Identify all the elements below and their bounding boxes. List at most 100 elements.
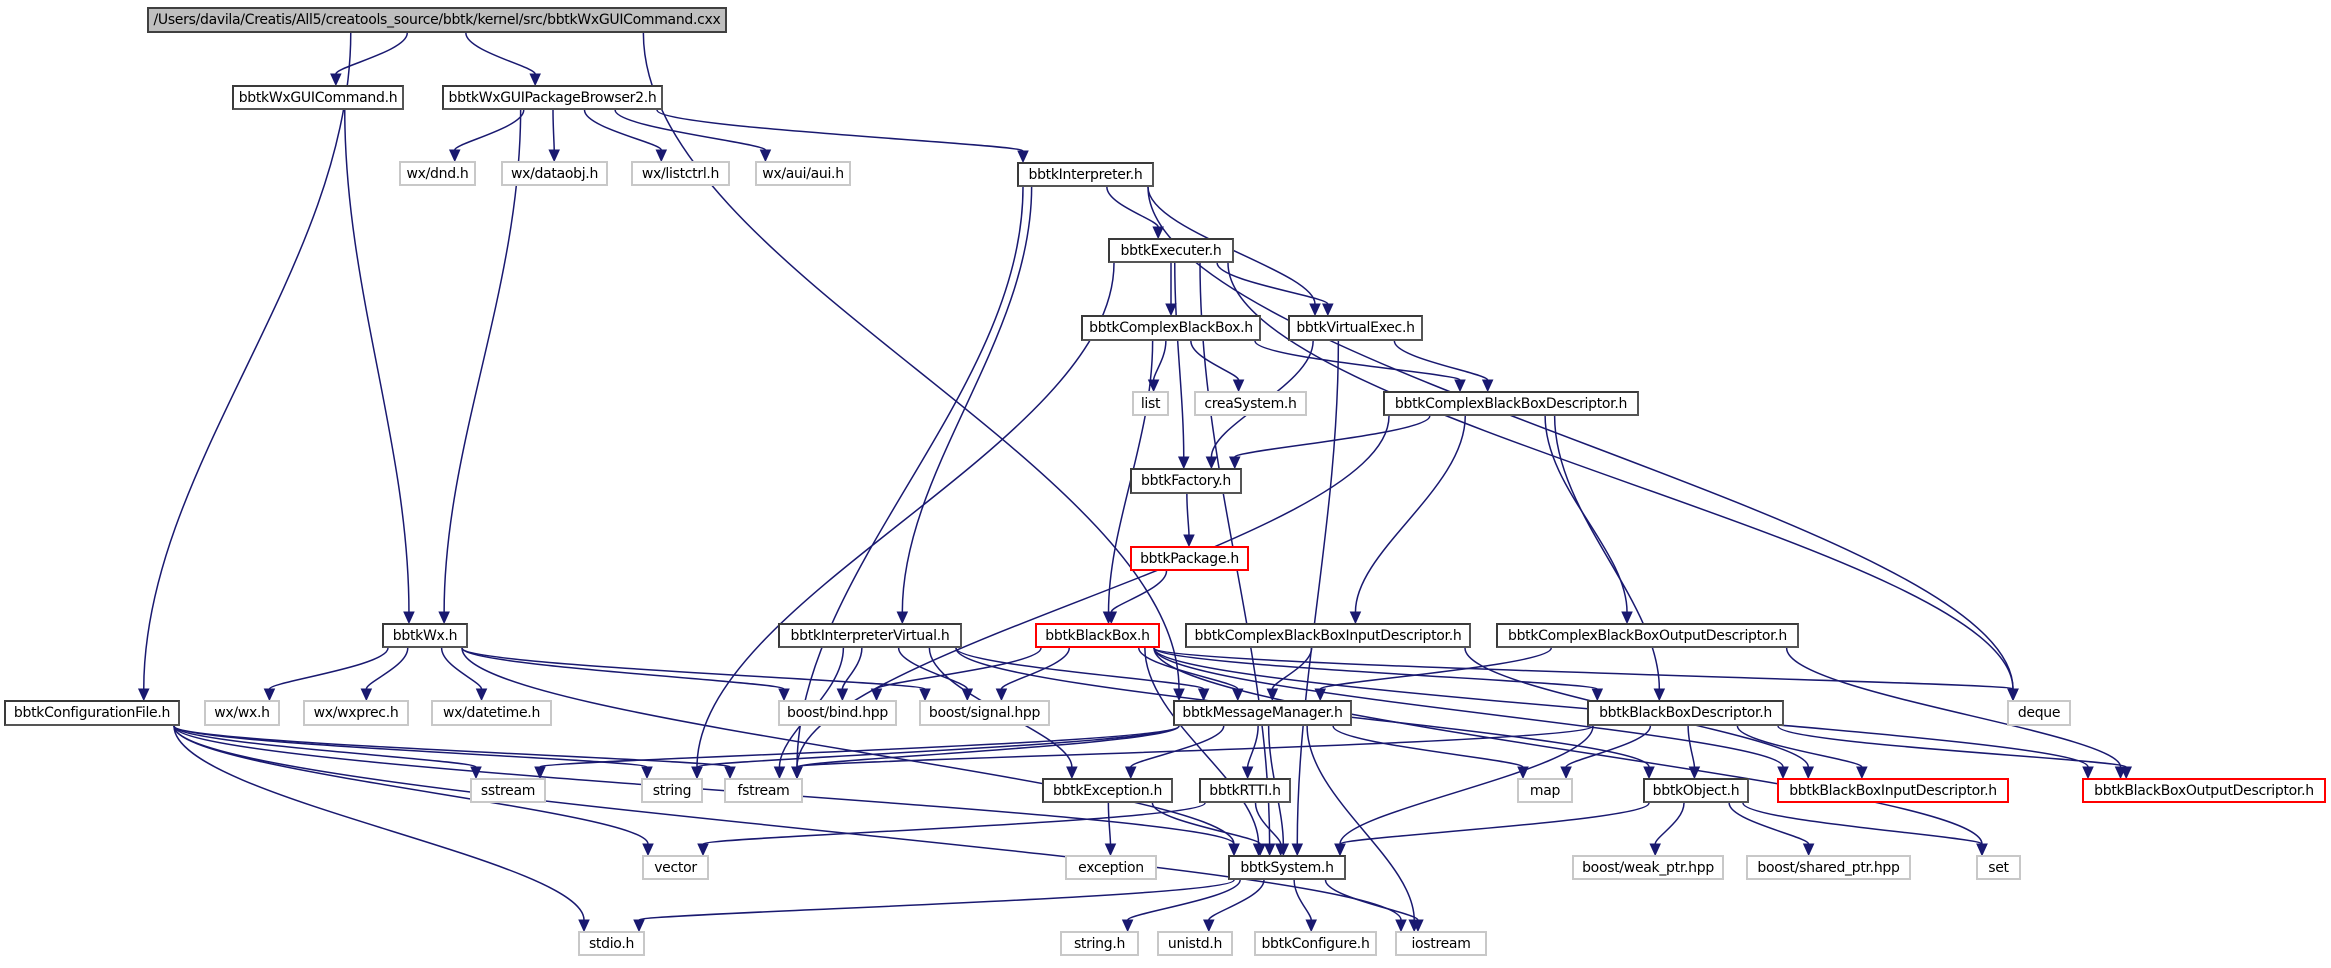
node-bbindesc[interactable]: bbtkBlackBoxInputDescriptor.h [1777, 778, 2009, 803]
node-cbboutdesc[interactable]: bbtkComplexBlackBoxOutputDescriptor.h [1496, 623, 1799, 648]
node-label: list [1140, 395, 1161, 412]
node-system[interactable]: bbtkSystem.h [1228, 855, 1346, 880]
arrowhead-icon [1177, 456, 1190, 470]
node-label: bbtkWxGUIPackageBrowser2.h [448, 89, 657, 106]
edge-virtualexec-to-cbbdesc [1393, 340, 1489, 381]
edge-interpreter-to-interpvirtual [901, 186, 1033, 613]
arrowhead-icon [1322, 303, 1334, 317]
edge-wxguipb2-to-wxdnd [454, 109, 525, 151]
node-executer[interactable]: bbtkExecuter.h [1108, 238, 1234, 263]
node-boostsignal: boost/signal.hpp [919, 700, 1050, 726]
edge-factory-to-package [1186, 493, 1190, 536]
node-virtualexec[interactable]: bbtkVirtualExec.h [1288, 315, 1423, 341]
edge-interpreter-to-executer [1106, 186, 1159, 228]
arrowhead-icon [791, 766, 803, 780]
edge-executer-to-string [696, 262, 1115, 768]
edge-interpreter-to-fstream [796, 186, 1024, 768]
node-wx[interactable]: bbtkWx.h [382, 623, 468, 648]
edge-wxguipb2-to-interpreter [656, 109, 1024, 152]
arrowhead-icon [1412, 919, 1424, 933]
arrowhead-icon [1291, 843, 1304, 857]
node-msgmanager[interactable]: bbtkMessageManager.h [1173, 700, 1352, 726]
node-cbbdesc[interactable]: bbtkComplexBlackBoxDescriptor.h [1383, 391, 1639, 416]
node-label: bbtkInterpreterVirtual.h [790, 627, 950, 644]
edge-complexbb-to-creasystem [1190, 340, 1240, 381]
node-label: bbtkPackage.h [1140, 550, 1239, 567]
node-factory[interactable]: bbtkFactory.h [1130, 468, 1242, 494]
node-configure: bbtkConfigure.h [1254, 931, 1377, 956]
edge-configfile-to-stdio [173, 725, 585, 921]
node-label: bbtkBlackBoxOutputDescriptor.h [2094, 782, 2314, 799]
edge-msgmanager-to-iostream [1306, 725, 1415, 921]
arrowhead-icon [896, 611, 909, 625]
node-interpvirtual[interactable]: bbtkInterpreterVirtual.h [778, 623, 962, 648]
node-label: bbtkException.h [1052, 782, 1163, 799]
edge-interpvirtual-to-boostsignal [897, 647, 969, 690]
node-complexbb[interactable]: bbtkComplexBlackBox.h [1081, 315, 1261, 341]
arrowhead-icon [1802, 843, 1815, 857]
node-label: bbtkComplexBlackBoxDescriptor.h [1394, 395, 1628, 412]
edge-blackbox-to-deque [1153, 647, 2014, 690]
arrowhead-icon [1205, 456, 1218, 470]
edge-blackbox-to-bbdesc [1153, 647, 1599, 690]
node-exceptionh[interactable]: bbtkException.h [1042, 778, 1173, 803]
node-label: wx/datetime.h [442, 705, 541, 721]
node-root[interactable]: /Users/davila/Creatis/All5/creatools_sou… [147, 7, 727, 33]
arrowhead-icon [1104, 843, 1117, 857]
node-sstream: sstream [470, 778, 546, 803]
node-creasystem: creaSystem.h [1194, 391, 1307, 416]
node-wxguipb2[interactable]: bbtkWxGUIPackageBrowser2.h [442, 85, 663, 110]
node-label: bbtkBlackBoxDescriptor.h [1599, 705, 1772, 721]
edge-msgmanager-to-fstream [796, 725, 1180, 768]
arrowhead-icon [1152, 226, 1164, 240]
arrowhead-icon [263, 688, 276, 702]
node-map: map [1517, 778, 1573, 803]
node-object[interactable]: bbtkObject.h [1643, 778, 1749, 803]
arrowhead-icon [697, 843, 709, 857]
edge-exceptionh-to-system [1151, 802, 1261, 845]
node-wxlistctrl: wx/listctrl.h [631, 161, 730, 186]
node-cbbindesc[interactable]: bbtkComplexBlackBoxInputDescriptor.h [1185, 623, 1471, 648]
edge-executer-to-factory [1174, 262, 1185, 458]
node-package[interactable]: bbtkPackage.h [1130, 546, 1249, 571]
node-label: /Users/davila/Creatis/All5/creatools_sou… [153, 12, 721, 28]
edge-bbdesc-to-system [1339, 725, 1594, 845]
arrowhead-icon [691, 766, 703, 780]
arrowhead-icon [1228, 843, 1240, 857]
arrowhead-icon [1305, 919, 1318, 933]
edge-root-to-wxguipb2 [465, 32, 536, 75]
node-label: wx/listctrl.h [641, 165, 720, 182]
node-label: bbtkMessageManager.h [1182, 705, 1343, 721]
node-bbdesc[interactable]: bbtkBlackBoxDescriptor.h [1587, 700, 1784, 726]
node-iostream: iostream [1395, 931, 1487, 956]
edge-wx-to-wxprec [365, 647, 409, 690]
node-wxguicommand[interactable]: bbtkWxGUICommand.h [232, 85, 404, 110]
node-blackbox[interactable]: bbtkBlackBox.h [1035, 623, 1160, 648]
node-label: wx/dnd.h [406, 165, 469, 182]
node-boostbind: boost/bind.hpp [778, 700, 897, 726]
edge-exceptionh-to-exception [1107, 802, 1112, 845]
arrowhead-icon [1649, 843, 1661, 857]
arrowhead-icon [1334, 843, 1346, 857]
arrowhead-icon [1621, 611, 1633, 625]
node-label: bbtkComplexBlackBoxOutputDescriptor.h [1508, 627, 1787, 644]
node-bboutdesc[interactable]: bbtkBlackBoxOutputDescriptor.h [2082, 778, 2326, 803]
arrowhead-icon [1591, 688, 1604, 702]
node-interpreter[interactable]: bbtkInterpreter.h [1017, 162, 1154, 187]
arrowhead-icon [1147, 379, 1160, 393]
arrowhead-icon [870, 688, 883, 702]
node-rtti[interactable]: bbtkRTTI.h [1199, 778, 1291, 803]
edge-msgmanager-to-map [1332, 725, 1524, 768]
node-stringh: string.h [1060, 931, 1139, 956]
edge-object-to-system [1339, 802, 1650, 845]
arrowhead-icon [1688, 766, 1701, 780]
edge-complexbb-to-cbbdesc [1254, 340, 1461, 381]
edge-executer-to-deque [1227, 262, 2014, 690]
arrowhead-icon [1165, 303, 1177, 317]
arrowhead-icon [1124, 766, 1137, 780]
edge-package-to-blackbox [1110, 570, 1168, 613]
node-vector: vector [642, 855, 709, 880]
node-configfile[interactable]: bbtkConfigurationFile.h [4, 700, 180, 726]
node-label: stdio.h [588, 935, 635, 952]
node-wxdataobj: wx/dataobj.h [501, 161, 608, 186]
